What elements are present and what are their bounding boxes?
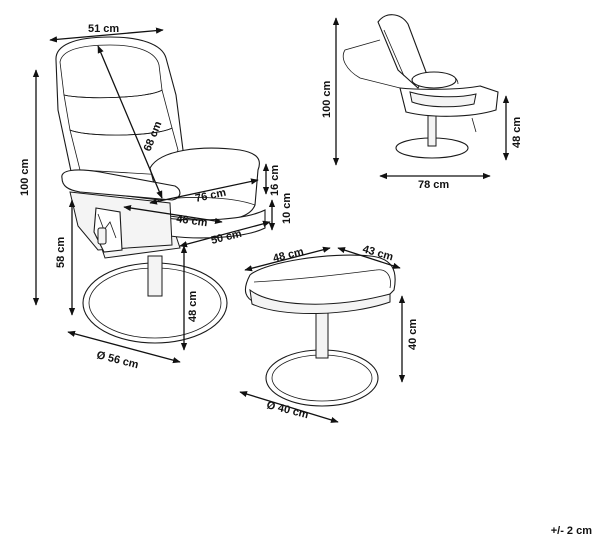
reclined-chair-drawing bbox=[342, 14, 499, 159]
dim-reclined-length: 78 cm bbox=[418, 179, 449, 191]
dim-base-diameter: Ø 56 cm bbox=[95, 349, 140, 371]
dim-armrest-height: 16 cm bbox=[269, 165, 281, 196]
tolerance-note: +/- 2 cm bbox=[550, 525, 592, 537]
dim-chair-height: 100 cm bbox=[19, 158, 31, 196]
dim-seat-height: 58 cm bbox=[55, 237, 67, 268]
dim-base-height: 48 cm bbox=[187, 291, 199, 322]
dim-reclined-height: 100 cm bbox=[321, 80, 333, 118]
dim-ottoman-height: 40 cm bbox=[407, 319, 419, 350]
dim-chair-width: 51 cm bbox=[88, 23, 119, 35]
dim-seat-thickness: 10 cm bbox=[281, 193, 293, 224]
ottoman-drawing bbox=[244, 254, 396, 407]
recliner-chair-drawing bbox=[55, 36, 266, 344]
dim-reclined-seat-height: 48 cm bbox=[511, 117, 523, 148]
